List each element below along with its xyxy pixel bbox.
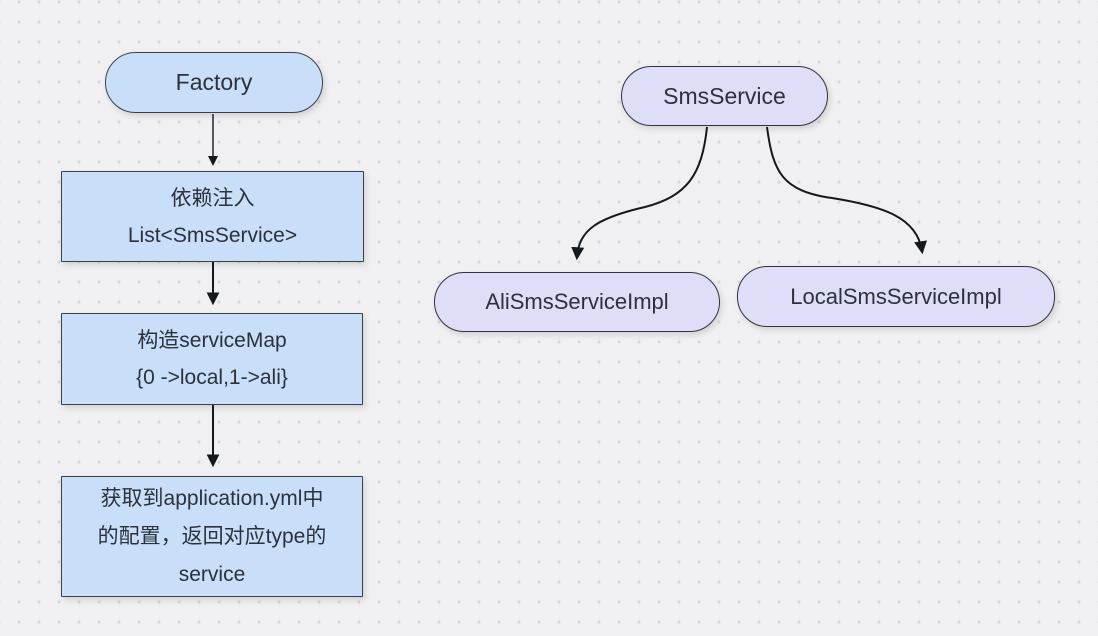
config-line-3: service — [178, 562, 246, 586]
smsservice-label: SmsService — [663, 82, 786, 109]
arrow-smsservice-to-local-icon — [766, 126, 928, 255]
servicemap-node[interactable]: 构造serviceMap {0 ->local,1->ali} — [61, 313, 363, 405]
config-line-1: 获取到application.yml中 — [100, 486, 324, 510]
ali-sms-service-impl-node[interactable]: AliSmsServiceImpl — [434, 272, 720, 332]
arrow-smsservice-to-ali-icon — [571, 126, 708, 261]
servicemap-line-1: 构造serviceMap — [137, 329, 287, 352]
dependency-injection-node[interactable]: 依赖注入 List<SmsService> — [61, 171, 364, 262]
local-sms-service-impl-label: LocalSmsServiceImpl — [790, 283, 1002, 309]
dependency-line-1: 依赖注入 — [170, 186, 255, 210]
config-line-2: 的配置，返回对应type的 — [97, 524, 327, 548]
config-lookup-node[interactable]: 获取到application.yml中 的配置，返回对应type的 servic… — [61, 476, 363, 597]
local-sms-service-impl-node[interactable]: LocalSmsServiceImpl — [737, 266, 1055, 327]
ali-sms-service-impl-label: AliSmsServiceImpl — [485, 289, 669, 314]
servicemap-line-2: {0 ->local,1->ali} — [136, 366, 288, 389]
smsservice-node[interactable]: SmsService — [621, 66, 828, 126]
factory-label: Factory — [175, 69, 253, 95]
dependency-line-2: List<SmsService> — [127, 223, 298, 247]
factory-node[interactable]: Factory — [105, 52, 323, 113]
